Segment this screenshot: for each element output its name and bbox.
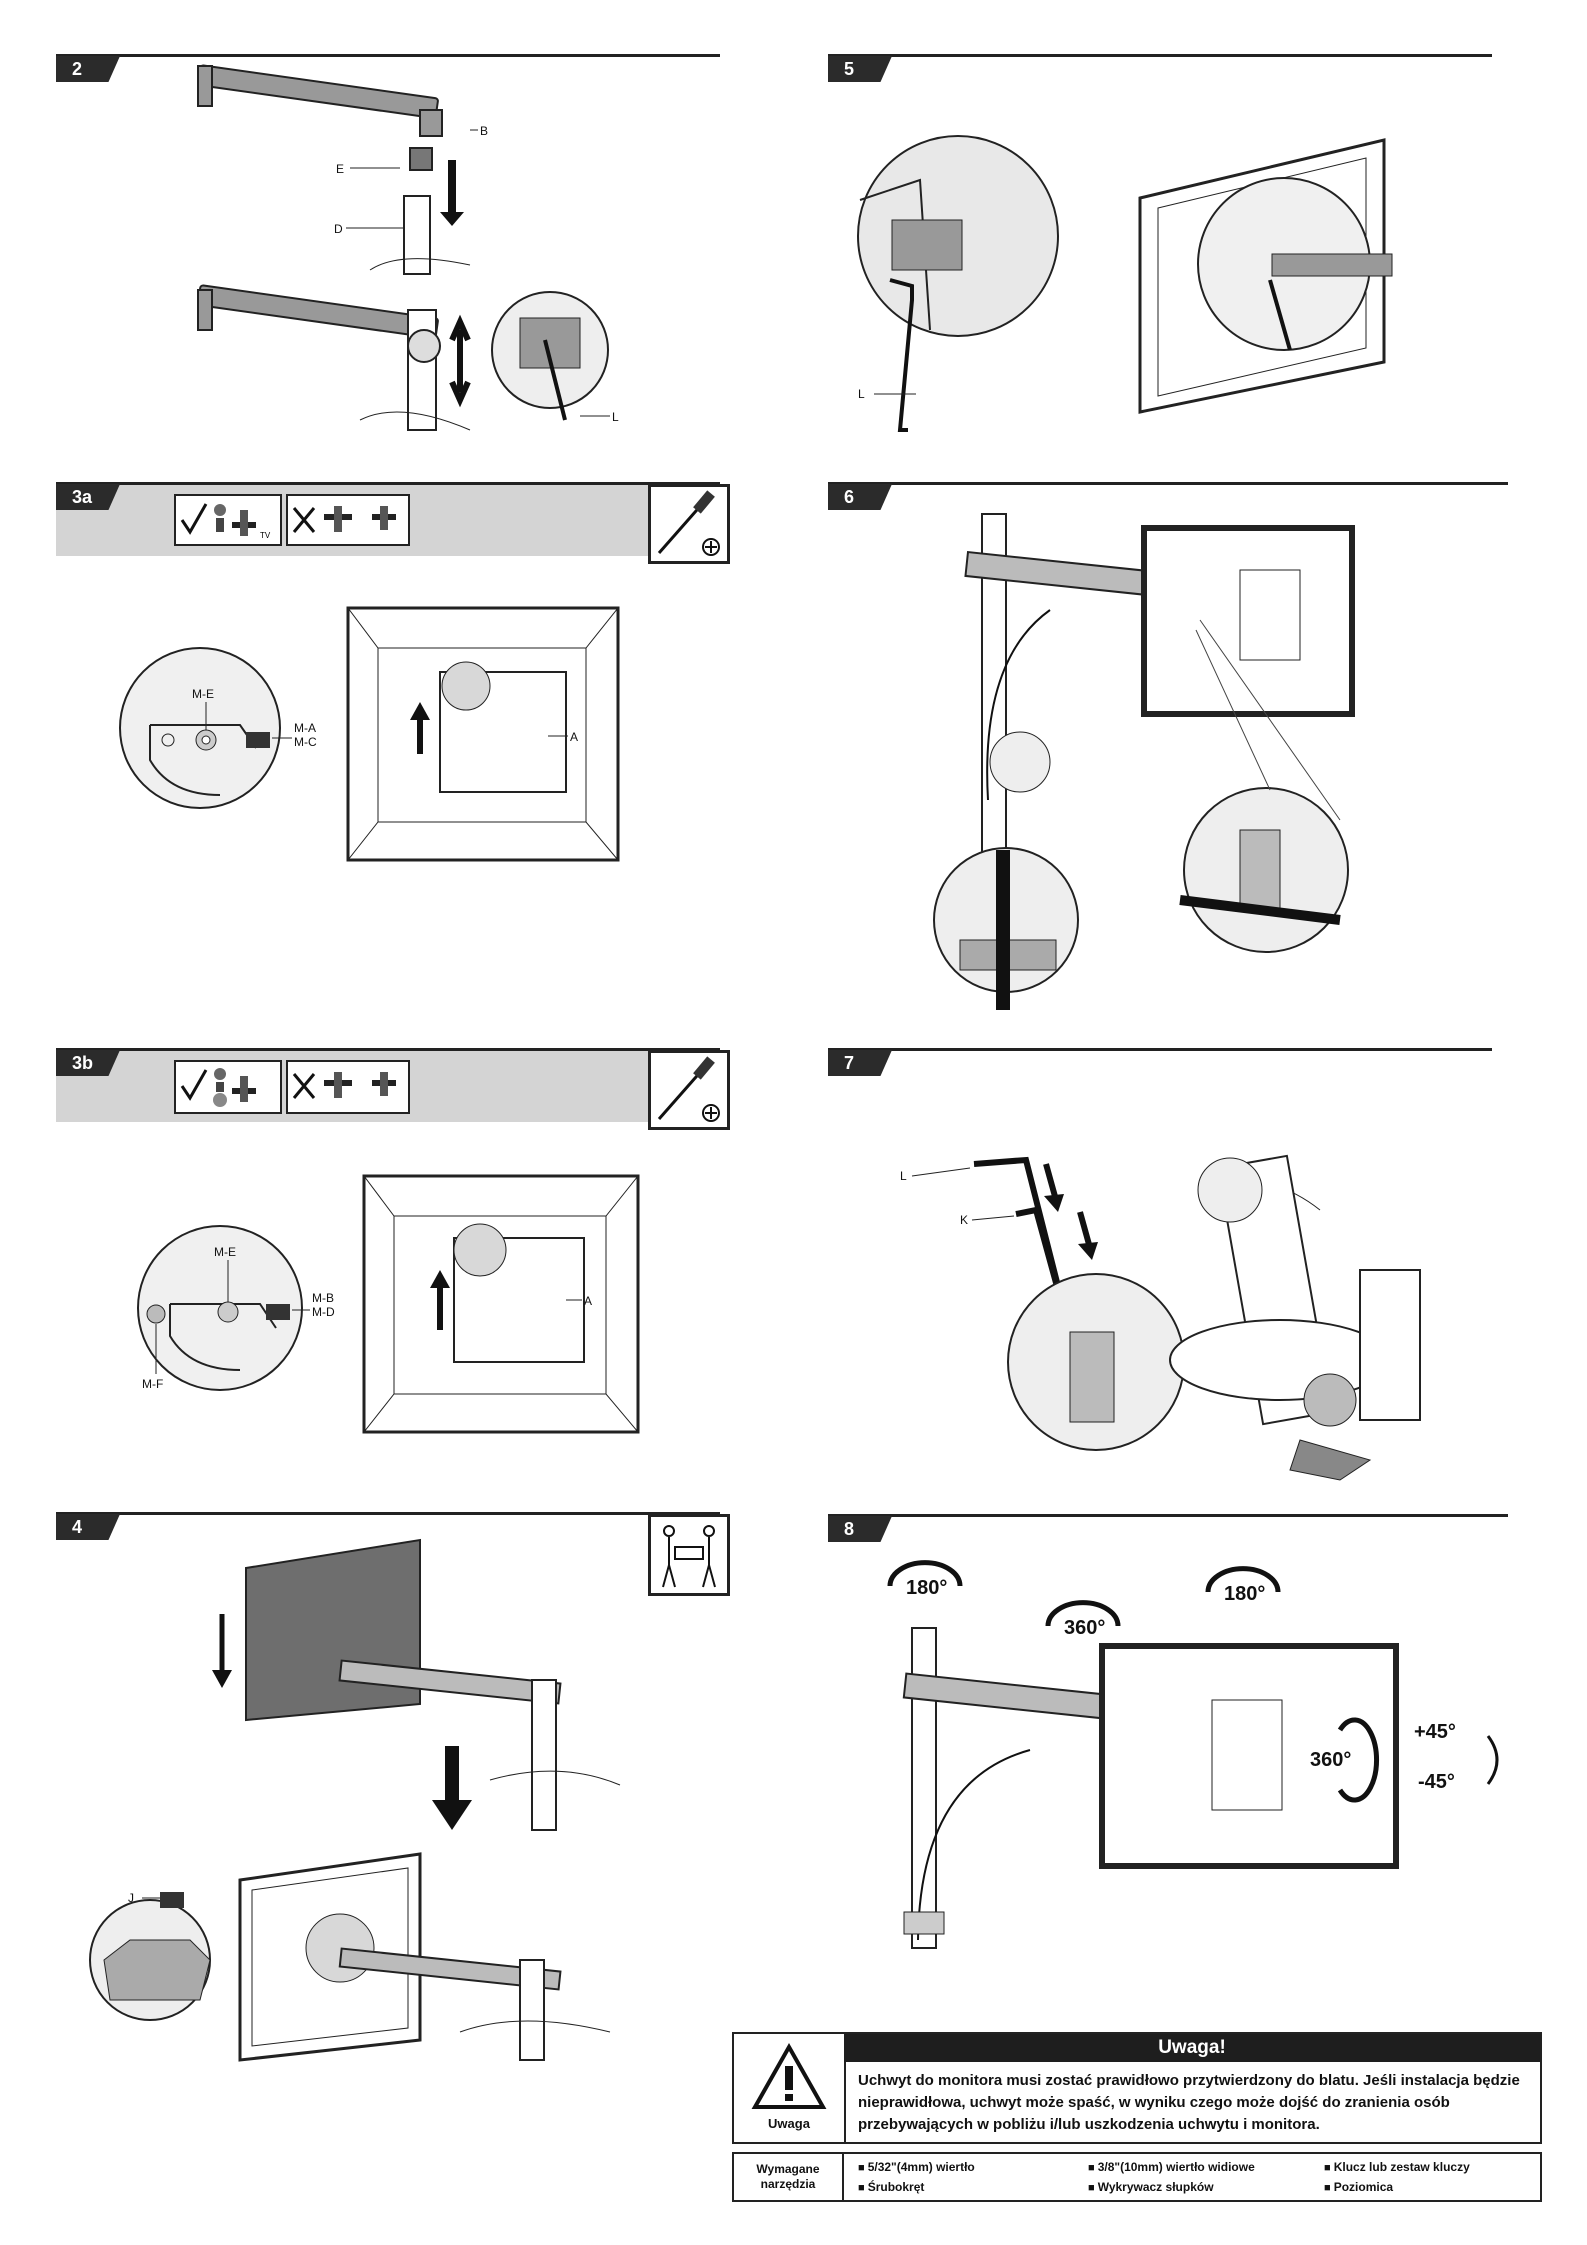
step-3a-rule — [56, 482, 720, 485]
step-3a-tab: 3a — [56, 484, 120, 510]
tilt-up-label: +45° — [1414, 1721, 1456, 1743]
step-3a-illustration: M-E M-A M-C A — [119, 606, 620, 862]
step-2-illustration: B E D L — [197, 64, 619, 431]
step-2-tab: 2 — [56, 56, 120, 82]
tool-item: Wykrywacz słupków — [1088, 2180, 1214, 2194]
rotation-360-a: 360° — [1064, 1617, 1105, 1639]
step-5-illustration: L — [857, 135, 1393, 432]
step-2-rule — [56, 54, 720, 57]
tilt-down-label: -45° — [1418, 1771, 1455, 1793]
label-mc: M-C — [294, 735, 317, 749]
screwdriver-icon-3a — [648, 484, 730, 564]
step-3b-rule — [56, 1048, 720, 1051]
wrong-screw-icon-3b — [286, 1060, 410, 1114]
label-k: K — [960, 1213, 968, 1227]
step-7-illustration: L K — [900, 1154, 1421, 1481]
label-l-step7: L — [900, 1169, 907, 1183]
label-e: E — [336, 162, 344, 176]
correct-screw-icon-3b — [174, 1060, 282, 1114]
warning-box: Uwaga Uwaga! Uchwyt do monitora musi zos… — [732, 2032, 1542, 2144]
required-tools-heading-line2: narzędzia — [760, 2177, 816, 2191]
label-d: D — [334, 222, 343, 236]
warning-title: Uwaga! — [844, 2034, 1540, 2062]
screwdriver-icon-3b — [648, 1050, 730, 1130]
label-l-step5: L — [858, 387, 865, 401]
rotation-180-a: 180° — [906, 1577, 947, 1599]
step-3b-illustration: M-E M-B M-D M-F A — [137, 1174, 640, 1434]
label-a-3b: A — [584, 1294, 592, 1308]
step-8-rule — [828, 1514, 1508, 1517]
label-b: B — [480, 124, 488, 138]
step-6-illustration — [933, 513, 1355, 1010]
step-4-rule — [56, 1512, 720, 1515]
correct-screw-icon-3a: TV — [174, 494, 282, 546]
rotation-180-b: 180° — [1224, 1583, 1265, 1605]
label-mb: M-B — [312, 1291, 334, 1305]
required-tools-heading: Wymagane narzędzia — [734, 2154, 844, 2200]
label-mf: M-F — [142, 1377, 163, 1391]
tool-item: Klucz lub zestaw kluczy — [1324, 2160, 1470, 2174]
warning-text: Uchwyt do monitora musi zostać prawidłow… — [858, 2072, 1520, 2133]
required-tools-heading-line1: Wymagane — [756, 2162, 820, 2176]
label-ma: M-A — [294, 721, 316, 735]
label-l-step2: L — [612, 410, 619, 424]
warning-icon-cell: Uwaga — [734, 2034, 846, 2142]
required-tools-table: Wymagane narzędzia 5/32"(4mm) wiertło 3/… — [732, 2152, 1542, 2202]
label-me-3a: M-E — [192, 687, 214, 701]
step-8-tab: 8 — [828, 1516, 892, 1542]
step-3b-tab: 3b — [56, 1050, 120, 1076]
tool-item: 3/8"(10mm) wiertło widiowe — [1088, 2160, 1255, 2174]
two-person-icon — [648, 1514, 730, 1596]
rotation-360-b: 360° — [1310, 1749, 1351, 1771]
step-6-tab: 6 — [828, 484, 892, 510]
step-6-rule — [828, 482, 1508, 485]
step-4-illustration: J — [89, 1538, 621, 2062]
tool-item: Poziomica — [1324, 2180, 1393, 2194]
tool-item: 5/32"(4mm) wiertło — [858, 2160, 975, 2174]
step-7-rule — [828, 1048, 1492, 1051]
warning-triangle-icon — [751, 2042, 827, 2109]
wrong-screw-icon-3a — [286, 494, 410, 546]
label-me-3b: M-E — [214, 1245, 236, 1259]
step-4-tab: 4 — [56, 1514, 120, 1540]
tv-label: TV — [260, 531, 271, 540]
step-7-tab: 7 — [828, 1050, 892, 1076]
label-j: J — [128, 1891, 134, 1905]
label-a-3a: A — [570, 730, 578, 744]
warning-caption: Uwaga — [768, 2116, 810, 2131]
step-5-rule — [828, 54, 1492, 57]
label-md: M-D — [312, 1305, 335, 1319]
step-5-tab: 5 — [828, 56, 892, 82]
step-8-illustration: 180° 360° 180° 360° +45° -45° — [887, 1560, 1499, 1949]
tool-item: Śrubokręt — [858, 2180, 925, 2194]
